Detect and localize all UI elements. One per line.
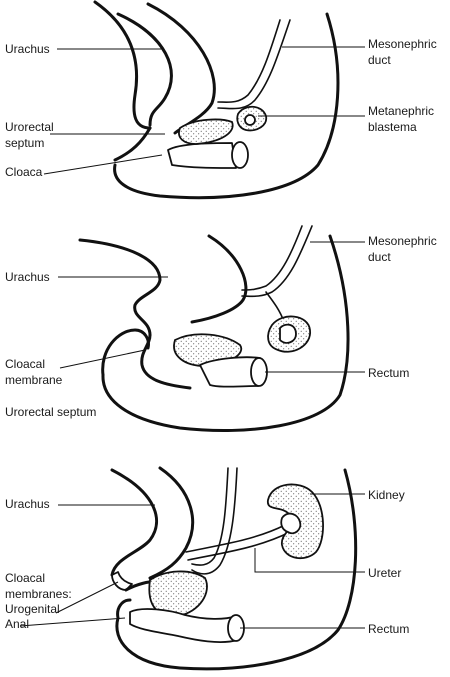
panel-1-cloaca-label: Cloaca (5, 165, 43, 179)
panel-3-urogenital-label: Urogenital (5, 602, 60, 616)
panel-2-urachus-outer (78, 238, 162, 337)
panel-1-blastema-label-line2: blastema (368, 120, 417, 134)
panel-1-body-wall (113, 12, 340, 200)
panel-3-ureter-leader (254, 548, 365, 573)
panel-1-mesonephric-label-line1: Mesonephric (368, 37, 437, 51)
panel-1-cloaca-wall (113, 126, 152, 162)
panel-1-hindgut-wall (93, 0, 152, 130)
panel-1-drawing (93, 0, 340, 200)
panel-2-mesonephric-label-line2: duct (368, 250, 391, 264)
panel-3-anal-leader (19, 617, 126, 627)
panel-3-mesonephric-duct (191, 467, 238, 575)
panel-3-ureter (185, 524, 286, 553)
panel-1: Urachus Urorectal septum Cloaca Mesoneph… (5, 0, 437, 200)
panel-3-rectum-label: Rectum (368, 622, 409, 636)
panel-1-urachus-label: Urachus (5, 42, 50, 56)
panel-2-cloacal-leader (59, 349, 146, 369)
panel-3-ureter-label: Ureter (368, 566, 401, 580)
panel-3-urogenital-membrane (111, 571, 133, 591)
panel-2-cloacal-label-line1: Cloacal (5, 357, 45, 371)
panel-1-urorectal-label-line1: Urorectal (5, 120, 54, 134)
panel-3-urachus-inner (148, 466, 195, 580)
panel-3-drawing (110, 466, 358, 671)
panel-3-urogenital-leader (55, 581, 119, 614)
panel-1-urachus-inner (146, 2, 216, 135)
panel-1-blastema-label-line1: Metanephric (368, 104, 434, 118)
panel-3-urachus-outer (110, 468, 159, 577)
panel-2-drawing (78, 225, 350, 433)
panel-3: Urachus Kidney Ureter Cloacal membranes:… (5, 466, 409, 671)
panel-1-urorectal-label-line2: septum (5, 136, 44, 150)
panel-2-cloacal-label-line2: membrane (5, 373, 63, 387)
panel-2-urachus-label: Urachus (5, 270, 50, 284)
panel-1-urogenital-sinus (178, 118, 234, 145)
panel-3-lower-wall (116, 598, 132, 620)
panel-3-rectum (129, 608, 239, 643)
panel-3-anal-label: Anal (5, 617, 29, 631)
panel-3-cloacal-label-line2: membranes: (5, 587, 72, 601)
panel-3-urachus-label: Urachus (5, 497, 50, 511)
panel-1-mesonephric-label-line2: duct (368, 53, 391, 67)
panel-2-body-wall (101, 234, 350, 433)
panel-1-urachus-outer (116, 12, 173, 127)
panel-2: Urachus Mesonephric duct Cloacal membran… (5, 225, 437, 433)
panel-2-mesonephric-duct (241, 225, 313, 298)
panel-2-urorectal-label: Urorectal septum (5, 405, 96, 419)
panel-1-cloaca-leader (43, 154, 163, 175)
panel-2-septum-wall (140, 333, 192, 390)
panel-1-mesonephric-duct (217, 19, 291, 110)
panel-2-urachus-inner (190, 234, 248, 324)
panel-3-kidney-label: Kidney (368, 488, 405, 502)
panel-2-mesonephric-label-line1: Mesonephric (368, 234, 437, 248)
panel-3-body-wall (115, 468, 358, 671)
panel-3-cloacal-label-line1: Cloacal (5, 571, 45, 585)
panel-1-rectum (167, 142, 237, 169)
panel-2-rectum-label: Rectum (368, 366, 409, 380)
